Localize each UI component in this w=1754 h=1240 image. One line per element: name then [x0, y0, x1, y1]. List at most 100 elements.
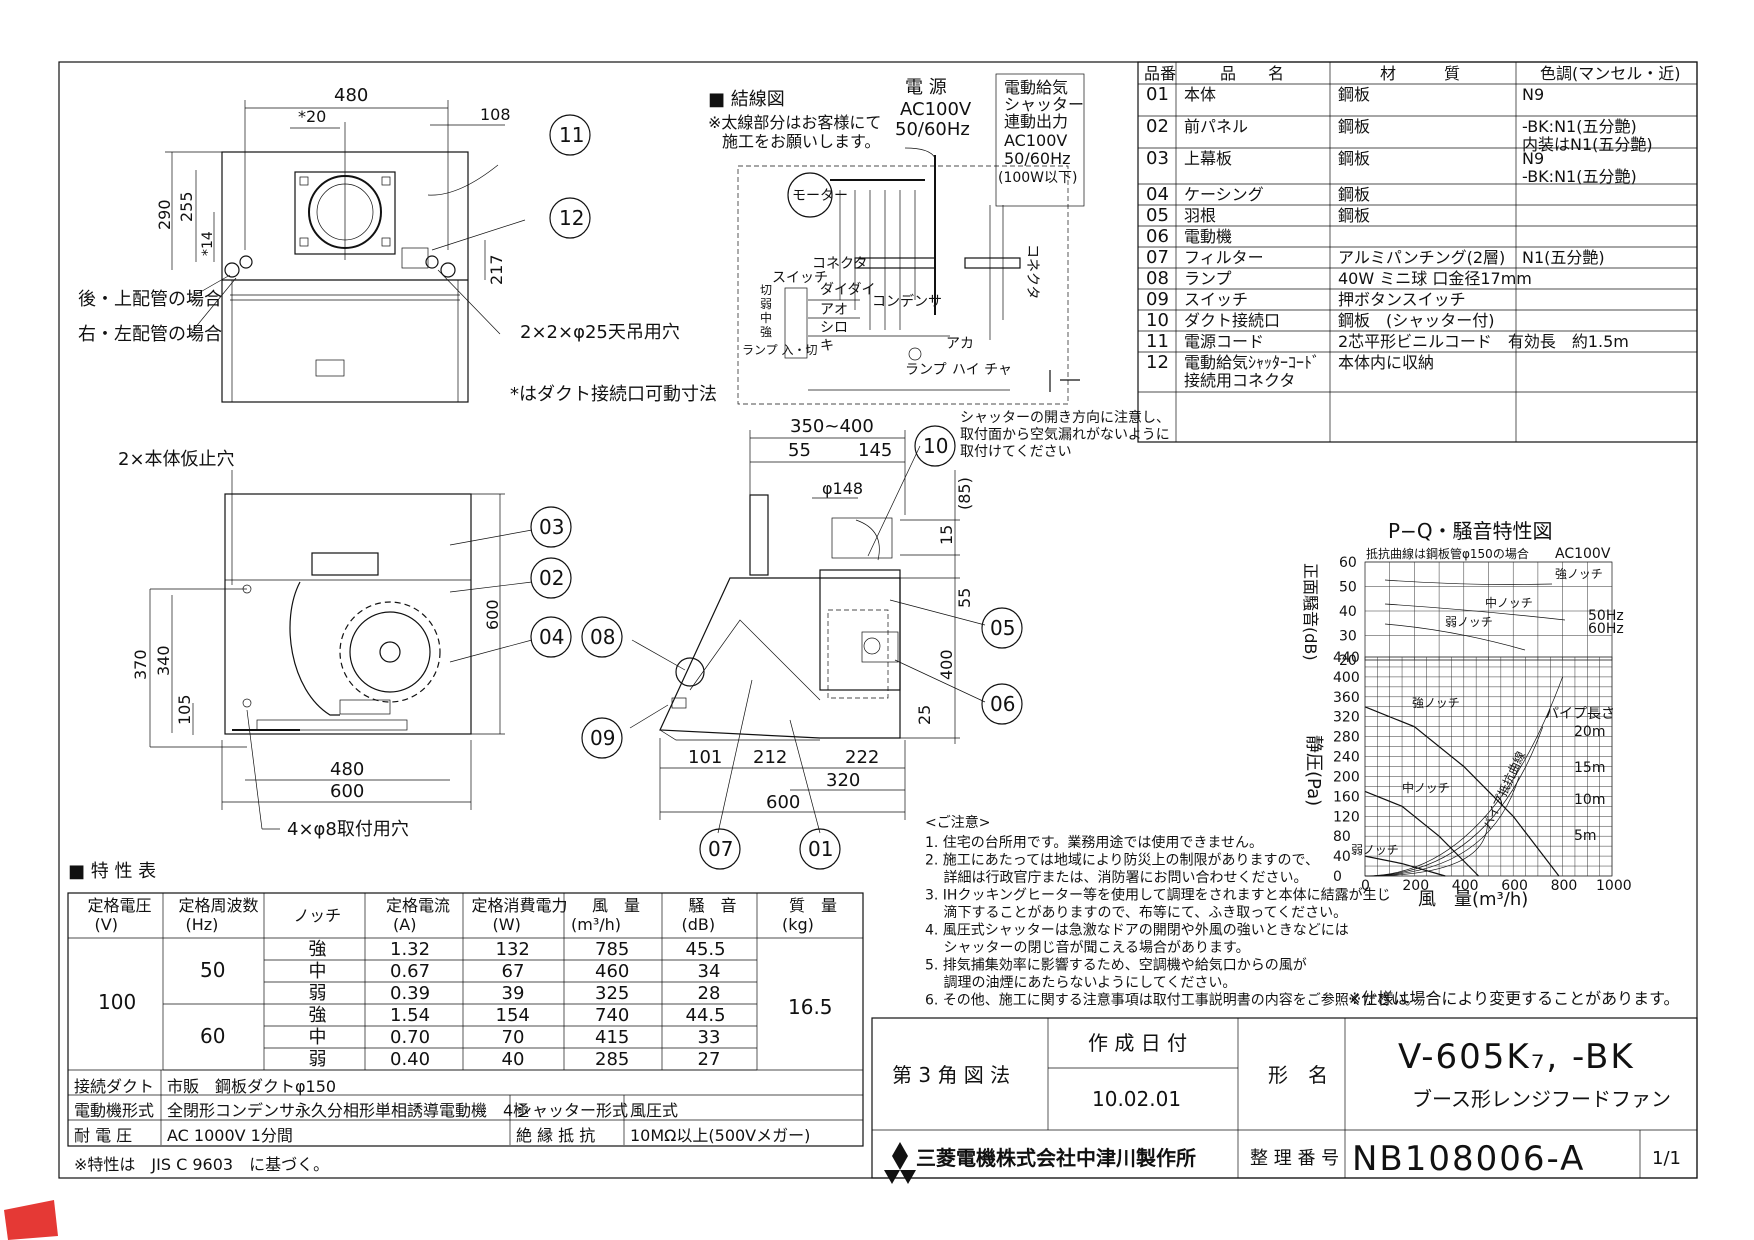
- chart-title: P−Q・騒音特性図: [1388, 519, 1553, 543]
- connector2-label: コネクタ: [1024, 244, 1040, 299]
- insulation-value: 10MΩ以上(500Vメガー): [630, 1126, 810, 1145]
- part-name: 前パネル: [1184, 117, 1248, 136]
- pq-xtick: 200: [1402, 878, 1429, 894]
- spec-cell: 70: [502, 1027, 525, 1048]
- spec-cell: 中: [309, 1027, 327, 1048]
- note-line: 6. その他、施工に関する注意事項は取付工事説明書の内容をご参照ください。: [925, 992, 1419, 1009]
- pq-ytick: 0: [1333, 869, 1342, 885]
- noise-ytick: 50: [1339, 580, 1357, 596]
- shutter-out-5: 50/60Hz: [1004, 149, 1071, 168]
- svg-text:01: 01: [808, 837, 833, 861]
- spec-header: (m³/h): [571, 915, 621, 934]
- corner-mark-icon: [4, 1200, 58, 1240]
- spec-cell: 0.39: [390, 983, 430, 1004]
- notes-title: <ご注意>: [925, 814, 990, 831]
- legend-50hz: 50Hz: [1588, 608, 1624, 624]
- note-line: 4. 風圧式シャッターは急激なドアの開閉や外風の強いときなどには: [925, 922, 1349, 939]
- note-line: 1. 住宅の台所用です。業務用途では使用できません。: [925, 834, 1263, 851]
- dim-370: 370: [131, 649, 150, 680]
- kyo-label: 強: [760, 325, 772, 339]
- part-color: N9: [1522, 149, 1544, 168]
- svg-text:12: 12: [559, 206, 584, 230]
- callout-03: 03: [530, 506, 572, 548]
- callout-09: 09: [581, 717, 623, 759]
- part-material: 40W ミニ球 口金径17mm: [1338, 269, 1532, 288]
- parts-header-no: 品番: [1144, 64, 1176, 83]
- pq-notch-weak: 弱ノッチ: [1351, 843, 1399, 857]
- insulation-label: 絶 縁 抵 抗: [516, 1126, 595, 1145]
- spec-cell: 0.67: [390, 961, 430, 982]
- chu-label: 中: [760, 310, 772, 325]
- pipe-resistance-curve: [1364, 821, 1488, 877]
- part-no: 12: [1146, 352, 1169, 373]
- pipe-resistance-curve: [1364, 676, 1563, 877]
- pq-ytick: 280: [1333, 730, 1360, 746]
- dim-108: 108: [480, 105, 511, 124]
- part-no: 01: [1146, 84, 1169, 105]
- spec-cell: 弱: [309, 1049, 327, 1070]
- spec-cell: 0.70: [390, 1027, 430, 1048]
- shutter-note-line1: シャッターの開き方向に注意し、: [960, 409, 1170, 426]
- duct-label: 接続ダクト: [74, 1077, 154, 1096]
- spec-header: ノッチ: [294, 906, 342, 925]
- noise-ytick: 30: [1339, 629, 1357, 645]
- part-color: 内装はN1(五分艶): [1522, 135, 1653, 154]
- part-name: ランプ: [1184, 269, 1232, 288]
- dim-star14: *14: [200, 231, 216, 256]
- condenser-label: コンデンサ: [872, 293, 942, 310]
- spec-frequency: 60: [200, 1024, 225, 1048]
- spec-header: 定格電圧: [88, 896, 152, 915]
- callout-12: 12: [549, 197, 591, 239]
- kiri-label: 切: [760, 283, 772, 297]
- date-value: 10.02.01: [1092, 1087, 1181, 1111]
- shutter-out-6: (100W以下): [998, 170, 1078, 186]
- part-color: N1(五分艶): [1522, 248, 1605, 267]
- noise-series-weak: 弱ノッチ: [1445, 615, 1493, 629]
- spec-title: ■ 特 性 表: [68, 861, 156, 882]
- shutter-out-2: シャッター: [1004, 95, 1084, 114]
- motor-label: モーター: [792, 188, 848, 204]
- callout-07: 07: [699, 828, 741, 870]
- noise-curve: [1384, 603, 1566, 621]
- part-color: -BK:N1(五分艶): [1522, 167, 1637, 186]
- dim-55: 55: [788, 440, 811, 461]
- spec-cell: 67: [502, 961, 525, 982]
- part-no: 11: [1146, 331, 1169, 352]
- part-name: フィルター: [1184, 248, 1264, 267]
- pq-ylabel: 静圧(Pa): [1303, 735, 1324, 806]
- shutter-note: シャッターの開き方向に注意し、 取付面から空気漏れがないように 取付けてください: [960, 409, 1170, 460]
- date-label: 作 成 日 付: [1088, 1031, 1187, 1055]
- spec-cell: 33: [698, 1027, 721, 1048]
- spec-cell: 325: [595, 983, 629, 1004]
- spec-cell: 740: [595, 1005, 629, 1026]
- haicha-label: ハイ チャ: [952, 362, 1012, 378]
- pq-ytick: 440: [1333, 650, 1360, 666]
- part-name: 接続用コネクタ: [1184, 371, 1295, 390]
- model-number: V-605K₇, -BK: [1398, 1037, 1635, 1077]
- wiring-note-2: 施工をお願いします。: [722, 132, 880, 151]
- dim-phi148: φ148: [822, 479, 863, 498]
- ki-label: キ: [820, 338, 834, 354]
- spec-cell: 1.54: [390, 1005, 430, 1026]
- dim-400: 400: [937, 649, 956, 680]
- title-block: 第 3 角 図 法 作 成 日 付 10.02.01 形 名 V-605K₇, …: [871, 1017, 1698, 1184]
- part-material: 鋼板: [1338, 185, 1370, 204]
- dim-340: 340: [154, 645, 173, 676]
- spec-cell: 0.40: [390, 1049, 430, 1070]
- callout-06: 06: [981, 683, 1023, 725]
- spec-cell: 中: [309, 961, 327, 982]
- spec-cell: 強: [309, 1005, 327, 1026]
- spec-mass: 16.5: [788, 995, 833, 1019]
- spec-frequency: 50: [200, 958, 225, 982]
- dim-25: 25: [915, 705, 934, 725]
- spec-cell: 154: [496, 1005, 530, 1026]
- notes: <ご注意> ※仕様は場合により変更することがあります。 1. 住宅の台所用です。…: [925, 814, 1680, 1009]
- note-line: 調理の油煙にあたらないようにしてください。: [925, 975, 1236, 991]
- spec-cell: 28: [698, 983, 721, 1004]
- mitsubishi-logo-icon: [884, 1142, 916, 1184]
- callout-08: 08: [581, 616, 623, 658]
- spec-cell: 285: [595, 1049, 629, 1070]
- spec-header: 風 量: [592, 896, 640, 915]
- ao-label: アオ: [820, 302, 848, 318]
